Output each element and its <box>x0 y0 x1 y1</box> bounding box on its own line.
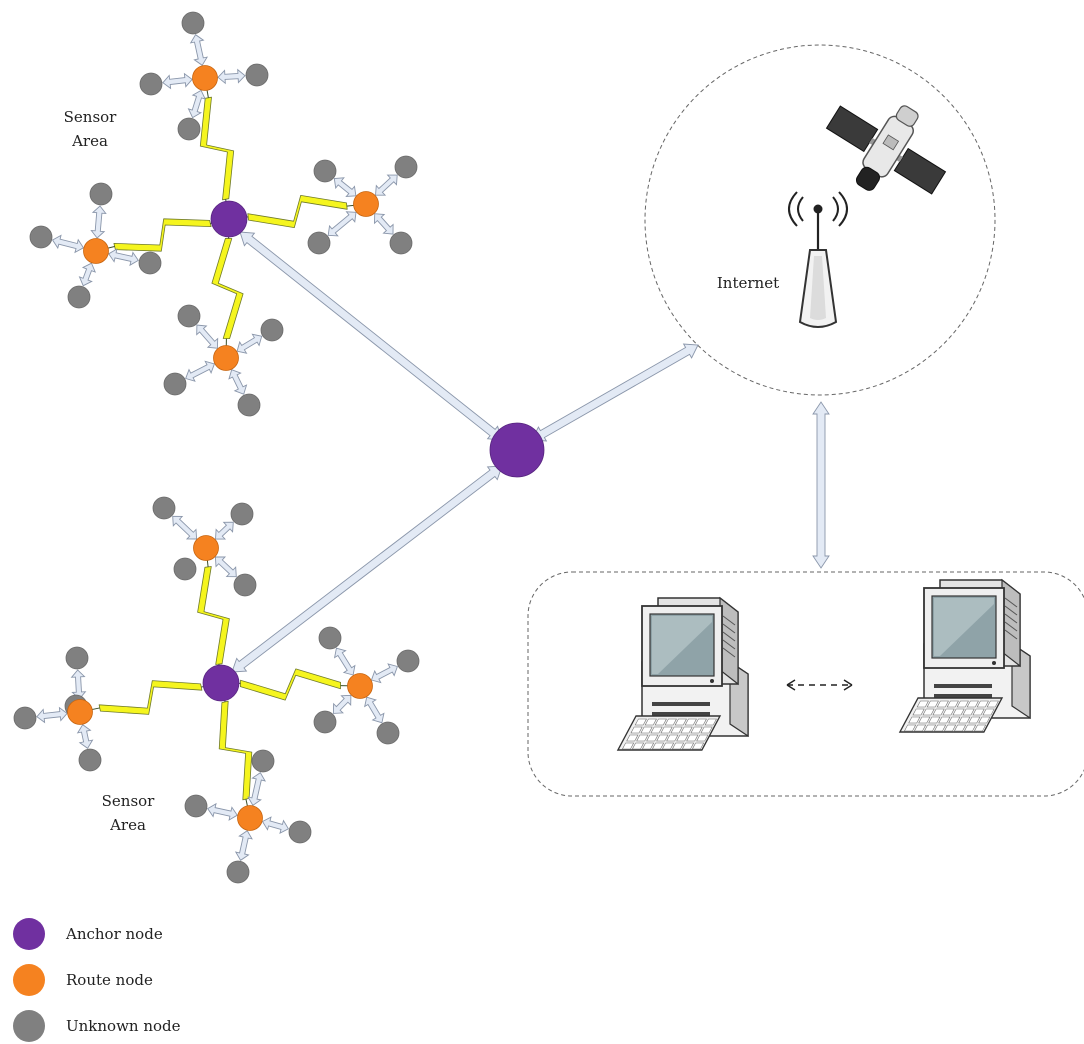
unknown-node <box>152 496 176 520</box>
anchor-node <box>202 664 240 702</box>
unknown-node <box>237 393 261 417</box>
wireless-links <box>79 77 367 819</box>
route-node <box>213 345 239 371</box>
unknown-node <box>181 11 205 35</box>
unknown-node <box>78 748 102 772</box>
backbone-links <box>231 231 830 673</box>
unknown-node <box>376 721 400 745</box>
unknown-node <box>260 318 284 342</box>
computer-icon <box>616 596 749 751</box>
sensor-links <box>36 34 398 861</box>
route-node <box>353 191 379 217</box>
unknown-node <box>230 502 254 526</box>
unknown-node <box>233 573 257 597</box>
unknown-node <box>245 63 269 87</box>
unknown-node <box>138 251 162 275</box>
unknown-node <box>173 557 197 581</box>
unknown-node <box>251 749 275 773</box>
unknown-node <box>163 372 187 396</box>
route-node <box>193 535 219 561</box>
unknown-node <box>226 860 250 884</box>
antenna-tower-icon <box>788 191 848 328</box>
legend-swatch-anchor <box>13 918 45 950</box>
sensor-area-bottom-label-line1: Sensor <box>102 792 156 810</box>
sensor-area-top-label-line1: Sensor <box>64 108 118 126</box>
satellite-icon <box>825 105 947 195</box>
legend-swatch-route <box>13 964 45 996</box>
unknown-node <box>389 231 413 255</box>
route-node <box>67 699 93 725</box>
nodes <box>13 11 545 884</box>
unknown-node <box>313 159 337 183</box>
unknown-node <box>139 72 163 96</box>
unknown-node <box>307 231 331 255</box>
internet-label: Internet <box>717 274 779 292</box>
unknown-node <box>67 285 91 309</box>
unknown-node <box>177 117 201 141</box>
unknown-node <box>13 706 37 730</box>
legend-swatch-unknown <box>13 1010 45 1042</box>
anchor-node <box>210 200 248 238</box>
unknown-node <box>177 304 201 328</box>
sensor-area-bottom-label-line2: Area <box>109 816 146 834</box>
legend: Anchor node Route node Unknown node <box>13 918 181 1042</box>
gateway-anchor-node <box>489 422 545 478</box>
internet-boundary <box>644 44 996 396</box>
route-node <box>192 65 218 91</box>
computer-icon <box>898 578 1031 733</box>
unknown-node <box>89 182 113 206</box>
unknown-node <box>65 646 89 670</box>
route-node <box>347 673 373 699</box>
unknown-node <box>313 710 337 734</box>
unknown-node <box>396 649 420 673</box>
legend-label-route: Route node <box>66 971 153 989</box>
unknown-node <box>394 155 418 179</box>
unknown-node <box>288 820 312 844</box>
legend-label-anchor: Anchor node <box>65 925 163 943</box>
route-node <box>83 238 109 264</box>
unknown-node <box>29 225 53 249</box>
route-node <box>237 805 263 831</box>
legend-label-unknown: Unknown node <box>66 1017 181 1035</box>
computer-network-boundary <box>527 571 1084 797</box>
sensor-area-top-label-line2: Area <box>71 132 108 150</box>
unknown-node <box>318 626 342 650</box>
unknown-node <box>184 794 208 818</box>
